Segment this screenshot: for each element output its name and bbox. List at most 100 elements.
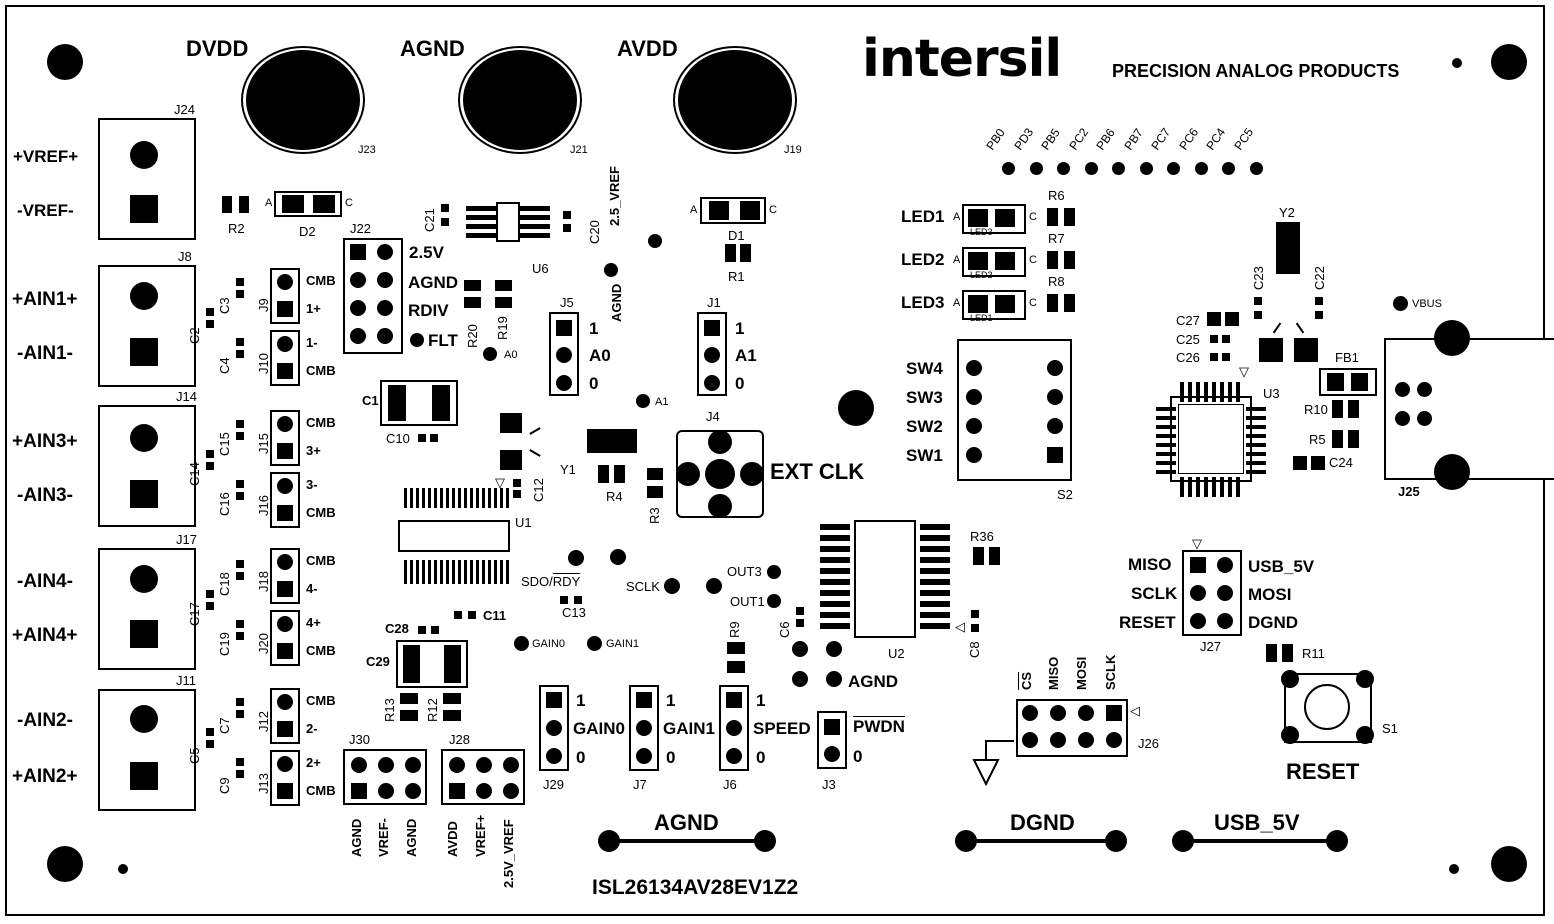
gain1-tp-label: GAIN1 xyxy=(606,638,640,650)
sma-pin xyxy=(708,494,732,518)
header-pin xyxy=(476,757,492,773)
cap-pad xyxy=(206,462,214,470)
ic-lead xyxy=(476,560,479,584)
ic-lead xyxy=(494,560,497,584)
ic-lead xyxy=(1156,425,1176,429)
ic-lead xyxy=(506,488,509,508)
test-point xyxy=(826,641,842,657)
header-pin xyxy=(377,300,393,316)
cap-pad xyxy=(236,560,244,568)
reset-label: RESET xyxy=(1286,759,1360,784)
header-pin xyxy=(277,721,293,737)
ref-c16: C16 xyxy=(217,492,232,516)
bar-end xyxy=(1105,830,1127,852)
agnd-tp-label: AGND xyxy=(609,283,624,322)
ic-lead xyxy=(1236,382,1240,402)
header-pin xyxy=(556,320,572,336)
ic-lead xyxy=(820,557,850,563)
ic-lead xyxy=(1236,477,1240,497)
resistor-pad xyxy=(727,642,745,654)
cap-pad xyxy=(1210,335,1218,343)
dgnd-bar-label: DGND xyxy=(1010,810,1075,835)
ref-j30: J30 xyxy=(349,732,370,747)
cap-pad xyxy=(236,620,244,628)
port-pad xyxy=(1249,162,1263,175)
ic-lead xyxy=(1228,477,1232,497)
diode-pad xyxy=(740,201,760,220)
ic-lead xyxy=(404,488,407,508)
ref-j29: J29 xyxy=(543,777,564,792)
ic-lead xyxy=(440,560,443,584)
ic-lead xyxy=(464,560,467,584)
cap-pad xyxy=(206,450,214,458)
ref-j22: J22 xyxy=(350,221,371,236)
ic-lead xyxy=(428,488,431,508)
resistor-pad xyxy=(1047,208,1058,226)
ic-lead xyxy=(920,590,950,596)
resistor-pad xyxy=(443,693,461,704)
ref-j10: J10 xyxy=(256,353,271,374)
ref-c10: C10 xyxy=(386,431,410,446)
usb5v-bar-label: USB_5V xyxy=(1214,810,1300,835)
resistor-pad xyxy=(1047,294,1058,312)
sma-pin xyxy=(740,462,764,486)
ref-r11: R11 xyxy=(1302,646,1325,661)
switch-pin xyxy=(1047,447,1063,463)
cap-pad xyxy=(971,624,979,632)
cap-pad xyxy=(236,480,244,488)
test-point xyxy=(767,594,781,608)
ref-c2: C2 xyxy=(187,327,202,344)
port-pad xyxy=(1194,162,1208,175)
terminal-pin xyxy=(130,565,158,593)
cap-pad xyxy=(1222,335,1230,343)
ic-lead xyxy=(470,488,473,508)
ref-c17: C17 xyxy=(187,602,202,626)
ref-j5: J5 xyxy=(560,295,574,310)
led-ref: LED3 xyxy=(970,227,993,237)
vref-pos-label: +VREF+ xyxy=(13,147,79,166)
cap-pad xyxy=(206,740,214,748)
ain2-pos-label: +AIN2+ xyxy=(12,766,78,787)
jumper-bottom-label: 1+ xyxy=(306,301,321,316)
intersil-logo: intersil xyxy=(862,29,1062,89)
j22-label-rdiv: RDIV xyxy=(408,301,449,320)
j27-right-label: DGND xyxy=(1248,613,1299,632)
header-pin xyxy=(277,505,293,521)
j27-right-label: USB_5V xyxy=(1248,557,1315,576)
cap-pad xyxy=(444,645,461,683)
terminal-pin xyxy=(130,762,158,790)
cap-pad xyxy=(236,710,244,718)
ref-j14: J14 xyxy=(176,389,197,404)
diode-pad xyxy=(709,201,729,220)
ic-lead xyxy=(820,546,850,552)
pin1-mark: ▽ xyxy=(495,475,505,490)
jumper-top-label: CMB xyxy=(306,693,336,708)
usb-connector-j25[interactable] xyxy=(1384,338,1554,480)
avdd-label: AVDD xyxy=(617,36,678,61)
header-j22 xyxy=(343,238,403,354)
j22-label-agnd: AGND xyxy=(408,273,459,292)
test-point xyxy=(610,549,626,565)
header-pin xyxy=(377,272,393,288)
ic-lead xyxy=(466,233,496,238)
header-pin xyxy=(503,783,519,799)
header-pin xyxy=(824,719,840,735)
usb-pin xyxy=(1417,382,1432,397)
header-pin xyxy=(378,757,394,773)
ref-c28: C28 xyxy=(385,621,409,636)
sclk-tp-label: SCLK xyxy=(626,579,660,594)
header-pin xyxy=(704,375,720,391)
port-pad xyxy=(1222,162,1235,175)
header-pin xyxy=(1050,705,1066,721)
header-pin xyxy=(503,757,519,773)
resistor-pad xyxy=(973,547,984,565)
cap-pad xyxy=(236,338,244,346)
header-pin xyxy=(556,375,572,391)
ref-c5: C5 xyxy=(187,747,202,764)
ic-lead xyxy=(1220,477,1224,497)
resistor-pad xyxy=(400,710,418,721)
switch-pin xyxy=(1047,360,1063,376)
ic-lead xyxy=(452,560,455,584)
switch-label: SW1 xyxy=(906,446,943,465)
ref-u1: U1 xyxy=(515,515,532,530)
